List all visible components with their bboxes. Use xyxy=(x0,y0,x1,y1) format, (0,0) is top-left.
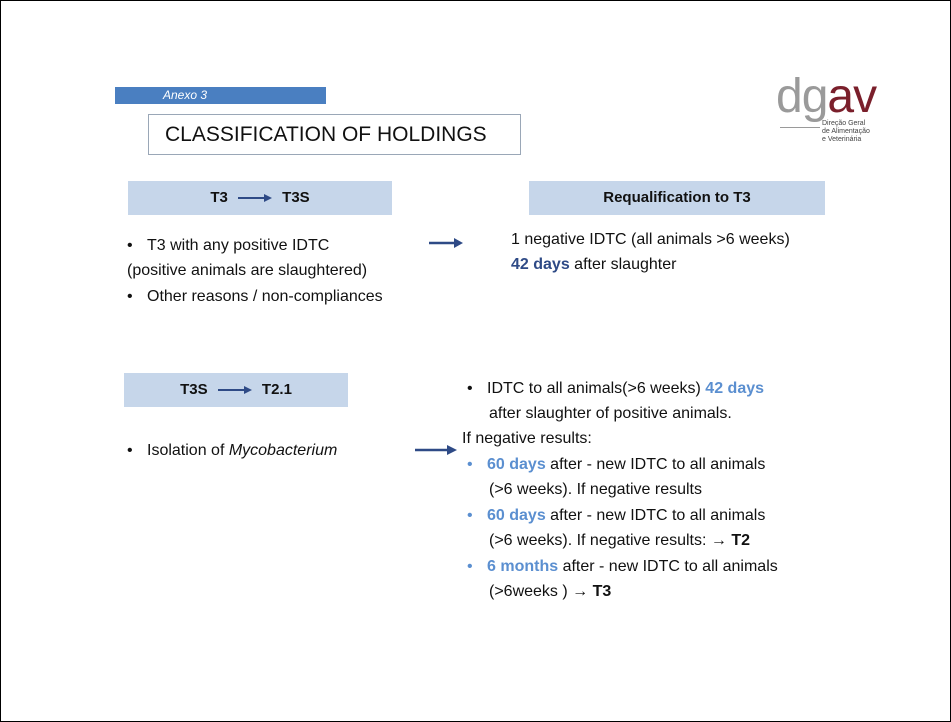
right-arrow-icon xyxy=(238,194,272,203)
logo-wordmark: dgav xyxy=(776,70,877,123)
section2-bullet: • Isolation of Mycobacterium xyxy=(127,439,337,462)
page-title: CLASSIFICATION OF HOLDINGS xyxy=(148,114,521,155)
right2-b1: • IDTC to all animals(>6 weeks) 42 days xyxy=(467,377,764,400)
requal-line2-rest: after slaughter xyxy=(569,256,677,273)
right2-b2-text: after - new IDTC to all animals xyxy=(545,456,766,473)
section2-to: T2.1 xyxy=(261,381,292,398)
right2-b3-target: T2 xyxy=(731,532,750,549)
section1-bullet1-cont: (positive animals are slaughtered) xyxy=(127,262,368,279)
bullet-icon: • xyxy=(467,380,473,397)
bullet-icon: • xyxy=(127,237,133,254)
arrow-symbol-icon: → xyxy=(572,583,589,600)
right2-b2-days: 60 days xyxy=(487,456,546,473)
right2-b4-cont-text: (>6weeks ) xyxy=(489,583,573,600)
logo-rule xyxy=(780,127,820,128)
right2-if-negative: If negative results: xyxy=(462,430,592,447)
right2-b4: • 6 months after - new IDTC to all animal… xyxy=(467,555,778,578)
section1-bullet2-text: Other reasons / non-compliances xyxy=(147,288,383,305)
logo-sub-line2: de Alimentação xyxy=(822,128,870,135)
right2-b4-target: T3 xyxy=(592,583,612,600)
section1-to: T3S xyxy=(282,189,310,206)
requal-42-days: 42 days xyxy=(511,256,570,273)
bullet-icon: • xyxy=(467,456,473,473)
section1-from: T3 xyxy=(210,189,228,206)
right2-b3-cont-text: (>6 weeks). If negative results: xyxy=(489,532,711,549)
right2-b3: • 60 days after - new IDTC to all animals xyxy=(467,504,765,527)
logo-av: av xyxy=(827,70,877,123)
right-arrow-icon xyxy=(217,386,252,395)
requal-line1: 1 negative IDTC (all animals >6 weeks) xyxy=(511,231,790,248)
section1-bullet2: • Other reasons / non-compliances xyxy=(127,285,383,308)
bullet-icon: • xyxy=(467,558,473,575)
right2-b2-cont: (>6 weeks). If negative results xyxy=(489,481,702,498)
logo-sub-line1: Direção Geral xyxy=(822,120,866,127)
section1-bullet1-text: T3 with any positive IDTC xyxy=(147,237,330,254)
arrow-symbol-icon: → xyxy=(710,532,727,549)
right2-b3-text: after - new IDTC to all animals xyxy=(545,507,766,524)
right2-b4-text: after - new IDTC to all animals xyxy=(558,558,778,575)
bullet-icon: • xyxy=(467,507,473,524)
right2-b3-cont: (>6 weeks). If negative results: → T2 xyxy=(489,529,750,552)
section2-header: T3S T2.1 xyxy=(124,373,348,407)
bullet-icon: • xyxy=(127,288,133,305)
section2-bullet-italic: Mycobacterium xyxy=(228,442,338,459)
logo-sub-line3: e Veterinária xyxy=(822,136,862,143)
annex-label: Anexo 3 xyxy=(115,87,326,104)
right2-b4-cont: (>6weeks ) → T3 xyxy=(489,580,611,603)
section2-bullet-prefix: Isolation of xyxy=(147,442,229,459)
requal-line2: 42 days after slaughter xyxy=(511,253,676,276)
right2-b1-cont: after slaughter of positive animals. xyxy=(489,405,732,422)
right2-b4-months: 6 months xyxy=(487,558,559,575)
right-arrow-icon xyxy=(415,445,457,455)
bullet-icon: • xyxy=(127,442,133,459)
right2-b1-days: 42 days xyxy=(705,380,765,397)
right2-b3-days: 60 days xyxy=(487,507,546,524)
right2-b1-text: IDTC to all animals(>6 weeks) xyxy=(487,380,706,397)
right2-b2: • 60 days after - new IDTC to all animals xyxy=(467,453,765,476)
section1-bullet1: • T3 with any positive IDTC xyxy=(127,234,329,257)
dgav-logo: dgav Direção Geral de Alimentação e Vete… xyxy=(776,70,877,151)
section1-header: T3 T3S xyxy=(128,181,392,215)
logo-dg: dg xyxy=(776,70,828,123)
requal-header: Requalification to T3 xyxy=(529,181,825,215)
logo-subtitle: Direção Geral de Alimentação e Veterinár… xyxy=(822,120,882,144)
section2-from: T3S xyxy=(180,381,208,398)
right-arrow-icon xyxy=(429,238,463,248)
